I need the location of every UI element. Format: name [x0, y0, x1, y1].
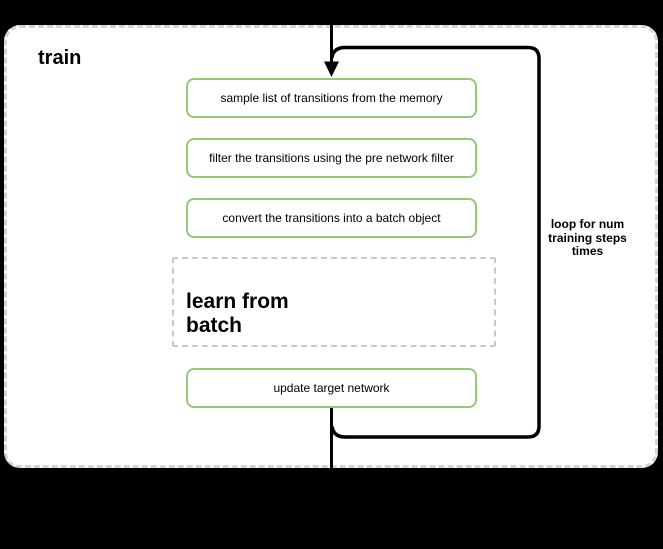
subprocess-label: learn from batch	[186, 290, 289, 337]
step-box: filter the transitions using the pre net…	[186, 138, 477, 178]
flow-in-arrowhead-icon	[324, 61, 339, 77]
subprocess-box: learn from batch	[172, 257, 496, 347]
step-label: filter the transitions using the pre net…	[209, 151, 454, 165]
loop-annotation-label: loop for num training steps times	[548, 217, 627, 258]
step-box: convert the transitions into a batch obj…	[186, 198, 477, 238]
loop-boundary-path	[330, 45, 541, 439]
train-group-label: train	[38, 47, 82, 69]
step-box: sample list of transitions from the memo…	[186, 78, 477, 118]
step-label: update target network	[273, 381, 390, 395]
step-box: update target network	[186, 368, 477, 408]
step-label: sample list of transitions from the memo…	[220, 91, 443, 105]
step-label: convert the transitions into a batch obj…	[222, 211, 441, 225]
